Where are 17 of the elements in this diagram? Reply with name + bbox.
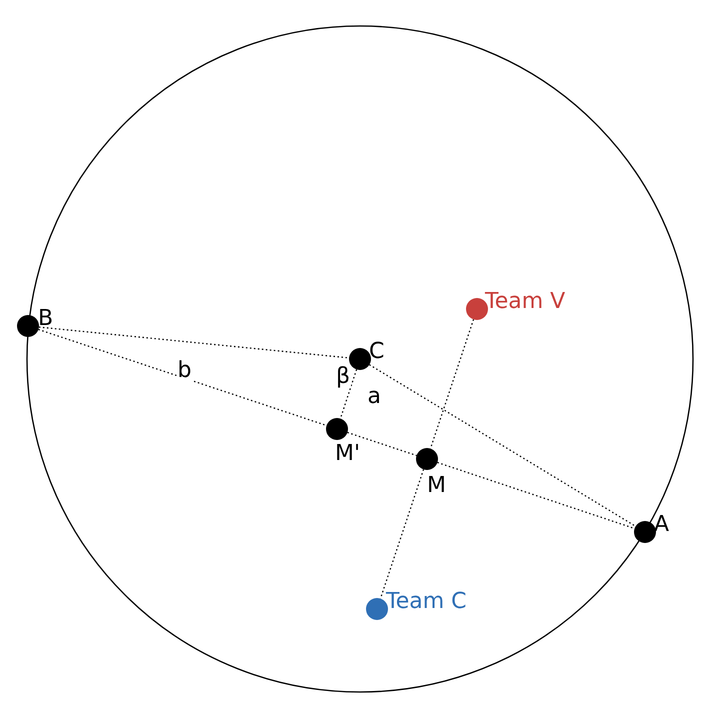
point-label: Team V — [485, 291, 566, 313]
point-label: Team C — [386, 591, 467, 613]
dotted-line — [347, 432, 417, 456]
dotted-line — [340, 369, 358, 419]
dotted-line — [38, 326, 350, 358]
point-label: C — [369, 341, 384, 363]
dotted-line — [437, 462, 635, 530]
dotted-line — [38, 328, 327, 426]
dotted-line — [430, 319, 474, 449]
point-label: M — [427, 475, 446, 497]
point-label: A — [654, 514, 670, 536]
point-label: B — [38, 308, 54, 330]
point-label: M' — [335, 443, 360, 465]
edge-label: b — [176, 360, 192, 382]
dotted-line — [380, 469, 424, 599]
angle-label: β — [335, 366, 352, 388]
dotted-line — [369, 364, 636, 527]
